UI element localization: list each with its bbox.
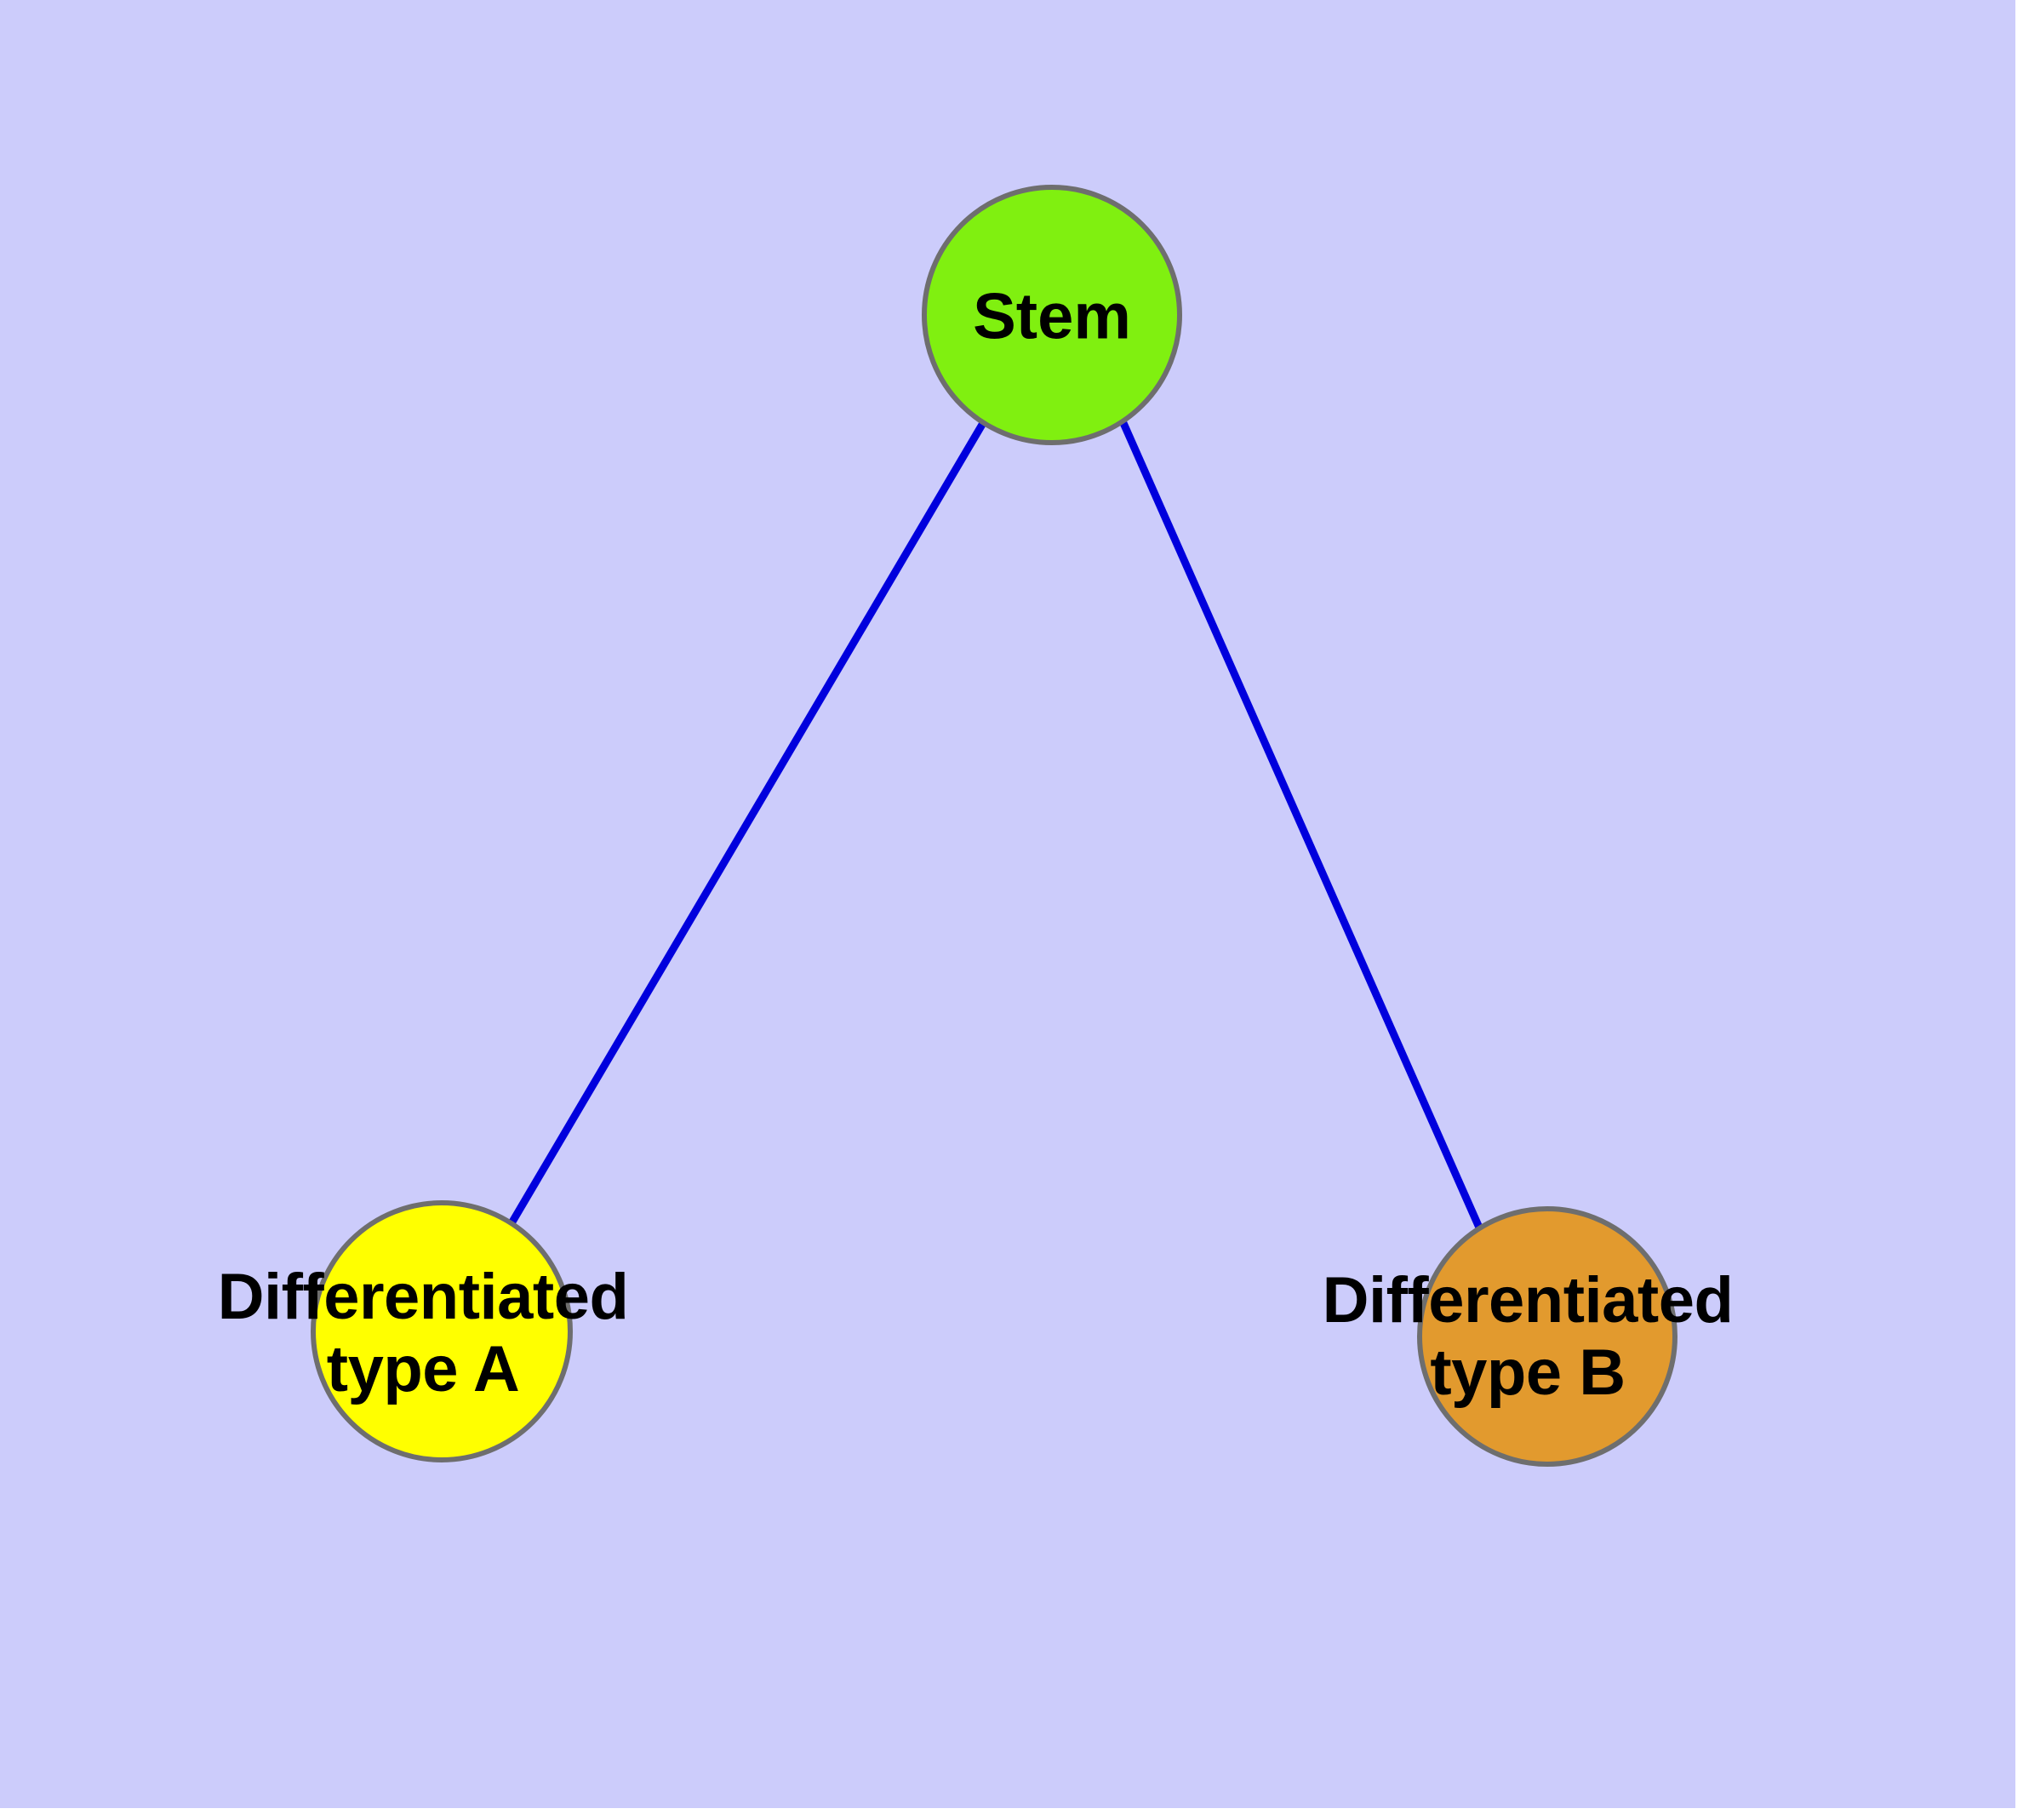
- node-differentiated-type-a[interactable]: [311, 1200, 573, 1462]
- edge-stem-to-differentiated-type-b[interactable]: [1119, 421, 1483, 1229]
- node-differentiated-type-b[interactable]: [1417, 1206, 1677, 1467]
- node-layer: [311, 185, 1677, 1467]
- edge-layer: [508, 421, 1483, 1229]
- node-stem[interactable]: [922, 185, 1182, 445]
- edge-stem-to-differentiated-type-a[interactable]: [508, 421, 986, 1226]
